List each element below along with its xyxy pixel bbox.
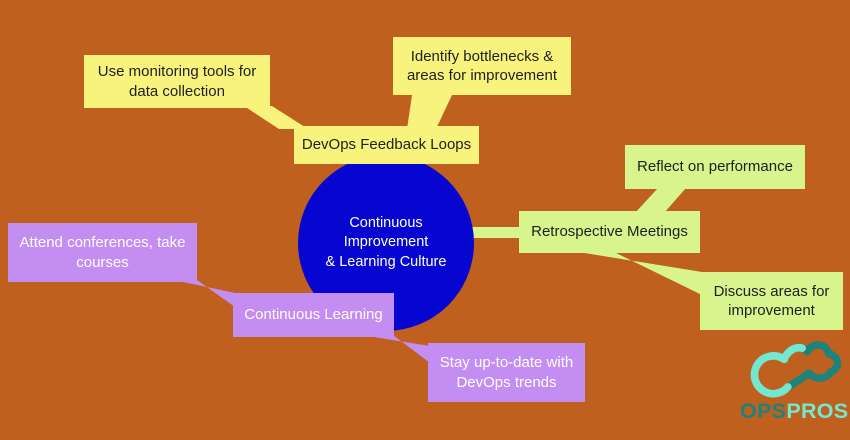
node-use-monitoring: Use monitoring tools for data collection: [84, 55, 270, 108]
node-retrospective-meetings: Retrospective Meetings: [519, 211, 700, 253]
opspros-logo: OPSPROS: [740, 336, 848, 423]
node-attend-conferences: Attend conferences, take courses: [8, 223, 197, 282]
logo-text-ops: OPS: [740, 399, 787, 423]
connector-learning-to-stay: [362, 335, 430, 363]
node-discuss-areas: Discuss areas for improvement: [700, 272, 843, 330]
loop-stroke-mint: [750, 352, 792, 398]
logo-text-pros: PROS: [786, 399, 849, 423]
connector-use-monitoring-to-feedback: [244, 106, 308, 129]
node-devops-feedback-loops: DevOps Feedback Loops: [294, 126, 479, 164]
connector-reflect-to-retrospective: [635, 188, 686, 213]
cloud-infinity-icon: [750, 341, 842, 398]
node-identify-bottlenecks: Identify bottlenecks & areas for improve…: [393, 37, 571, 95]
connector-attend-to-learning: [174, 280, 235, 307]
node-continuous-learning: Continuous Learning: [233, 293, 394, 337]
node-reflect-on-performance: Reflect on performance: [625, 145, 805, 189]
connector-identify-to-feedback: [407, 95, 452, 129]
connector-retrospective-to-discuss: [572, 251, 702, 295]
center-topic-circle: Continuous Improvement & Learning Cultur…: [298, 155, 474, 331]
logo-wordmark: OPSPROS: [740, 399, 849, 423]
loop-top-stroke-mint: [780, 343, 806, 362]
node-stay-up-to-date: Stay up-to-date with DevOps trends: [428, 343, 585, 402]
